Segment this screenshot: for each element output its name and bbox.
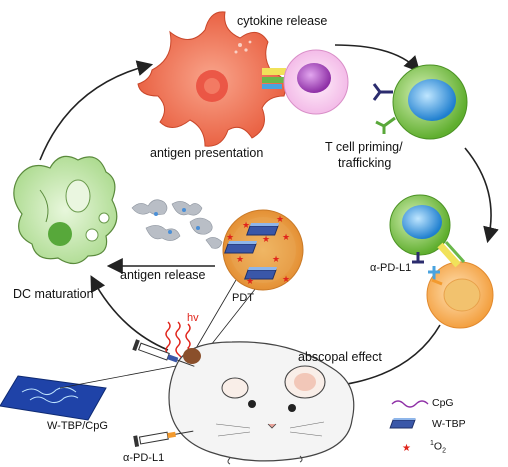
syringe-icon-bottom (133, 430, 194, 447)
label-antigen-presentation: antigen presentation (150, 146, 264, 160)
legend-cpg-label: CpG (432, 397, 454, 409)
label-abscopal-effect: abscopal effect (298, 350, 382, 364)
t-cell-icon (372, 64, 468, 140)
svg-text:★: ★ (236, 255, 244, 265)
label-t-cell-priming-1: T cell priming/ (325, 140, 403, 154)
cpg-strand-icon (391, 400, 429, 408)
svg-text:★: ★ (242, 221, 250, 231)
label-alpha-pd-l1-bottom: α-PD-L1 (123, 452, 165, 464)
svg-text:★: ★ (246, 277, 254, 287)
t-cell-tumor-pair-icon (389, 194, 494, 329)
antigen-debris-icon (131, 199, 223, 249)
receptor-icon (262, 68, 286, 89)
label-cytokine-release: cytokine release (237, 14, 328, 28)
mouse-icon (168, 341, 355, 465)
arrow-tcell-to-tumor (464, 147, 499, 244)
legend-singlet-oxygen-label: 1O2 (430, 440, 446, 455)
singlet-oxygen-star-icon: ★★★ ★★★ ★★★ (226, 215, 290, 287)
w-tbp-cpg-sheet-icon (0, 365, 177, 421)
dendritic-cell-icon (137, 11, 286, 147)
light-wave-icon (165, 321, 195, 361)
legend-singlet-oxygen-sub: 2 (442, 447, 446, 455)
svg-text:★: ★ (276, 215, 284, 225)
svg-text:★: ★ (226, 233, 234, 243)
label-hv: hv (187, 312, 199, 324)
label-antigen-release: antigen release (120, 268, 206, 282)
label-pdt: PDT (232, 292, 254, 304)
svg-text:★: ★ (262, 235, 270, 245)
t-cell-pink-icon (283, 49, 349, 115)
label-dc-maturation: DC maturation (13, 287, 94, 301)
label-t-cell-priming-2: trafficking (338, 156, 392, 170)
legend-star-icon: ★ (402, 443, 411, 454)
legend-w-tbp-label: W-TBP (432, 418, 466, 430)
svg-text:★: ★ (282, 233, 290, 243)
label-w-tbp-cpg: W-TBP/CpG (47, 420, 108, 432)
arrow-dc-to-presentation (39, 60, 154, 161)
legend-nanosheet-icon (389, 418, 416, 429)
arrow-mouse-to-dc (90, 275, 169, 351)
legend: ★ (389, 400, 429, 454)
legend-singlet-oxygen-main: O (433, 440, 443, 453)
mature-dendritic-cell-icon (13, 155, 118, 265)
cycle-arrows (39, 44, 499, 396)
tumor-cell-icon (222, 209, 304, 291)
syringe-icon-top (132, 339, 195, 367)
svg-text:★: ★ (282, 275, 290, 285)
label-alpha-pd-l1-right: α-PD-L1 (370, 262, 412, 274)
svg-text:★: ★ (272, 255, 280, 265)
nanosheet-icon (224, 223, 280, 280)
arrow-cytokine-to-tcell (334, 44, 421, 73)
legend-singlet-oxygen-sup: 1 (430, 440, 434, 447)
